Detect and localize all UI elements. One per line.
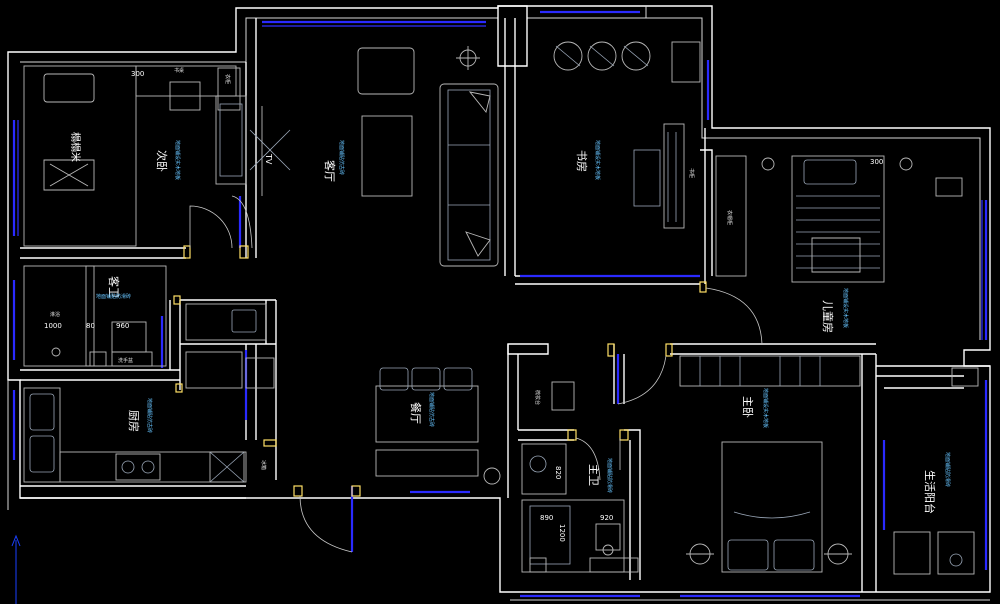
dimension-labels: 300 300 1000 80 960 820 890 920 1200	[44, 70, 883, 542]
label-closet: 衣帽柜	[726, 210, 733, 225]
room-note-living: 地面铺贴仿古砖	[338, 140, 345, 175]
windows	[12, 10, 988, 598]
label-dresser: 梳妆台	[534, 390, 541, 405]
room-name-kitchen: 厨房	[127, 410, 140, 432]
label-shower: 淋浴	[50, 311, 60, 318]
room-name-study: 书房	[575, 150, 588, 172]
label-basin: 洗手盆	[118, 357, 133, 364]
furniture	[23, 41, 979, 575]
label-fridge: 冰箱	[260, 460, 267, 470]
dim-2: 1000	[44, 322, 62, 330]
doors	[189, 195, 763, 553]
room-note-master-bath: 地面铺贴防滑砖	[606, 458, 613, 493]
room-name-living: 客厅	[323, 160, 337, 182]
dim-7: 920	[600, 514, 613, 522]
dim-8: 1200	[558, 524, 566, 542]
dim-4: 960	[116, 322, 129, 330]
dim-6: 890	[540, 514, 553, 522]
label-tatami: 榻榻米	[69, 132, 82, 162]
room-labels: 客厅 地面铺贴仿古砖 次卧 地面铺设实木地板 书房 地面铺设实木地板 儿童房 地…	[96, 140, 951, 514]
dim-0: 300	[131, 70, 144, 78]
room-name-balcony: 生活阳台	[923, 470, 937, 514]
room-note-kids: 地面铺设实木地板	[842, 288, 849, 328]
interior-walls	[20, 18, 990, 592]
axis-marker	[11, 534, 21, 604]
room-note-second-bed: 地面铺设实木地板	[174, 140, 181, 180]
room-name-second-bed: 次卧	[155, 150, 169, 172]
room-note-guest-bath: 地面铺贴防滑砖	[96, 293, 131, 300]
door-jambs	[173, 245, 707, 497]
fixture-labels: 榻榻米 衣柜 书柜 衣帽柜 书桌 淋浴 洗手盆 冰箱 TV 梳妆台	[50, 67, 733, 470]
label-tv: TV	[264, 153, 273, 165]
label-bookcase: 书柜	[688, 168, 695, 178]
room-name-kids: 儿童房	[821, 300, 835, 333]
room-note-master-bed: 地面铺设实木地板	[762, 388, 769, 428]
label-desk: 书桌	[174, 67, 184, 74]
room-name-master-bath: 主卫	[587, 464, 600, 486]
room-note-dining: 地面铺贴仿古砖	[428, 392, 435, 427]
room-note-balcony: 地面铺贴防滑砖	[944, 452, 951, 487]
room-note-kitchen: 地面铺贴仿古砖	[146, 398, 153, 433]
dim-3: 80	[86, 322, 95, 330]
dim-5: 820	[554, 466, 562, 479]
dim-1: 300	[870, 158, 883, 166]
room-name-master-bed: 主卧	[741, 396, 754, 418]
label-wardrobe: 衣柜	[224, 74, 231, 84]
room-name-guest-bath: 客卫	[107, 276, 121, 298]
room-name-dining: 餐厅	[409, 402, 423, 424]
room-note-study: 地面铺设实木地板	[594, 140, 601, 180]
